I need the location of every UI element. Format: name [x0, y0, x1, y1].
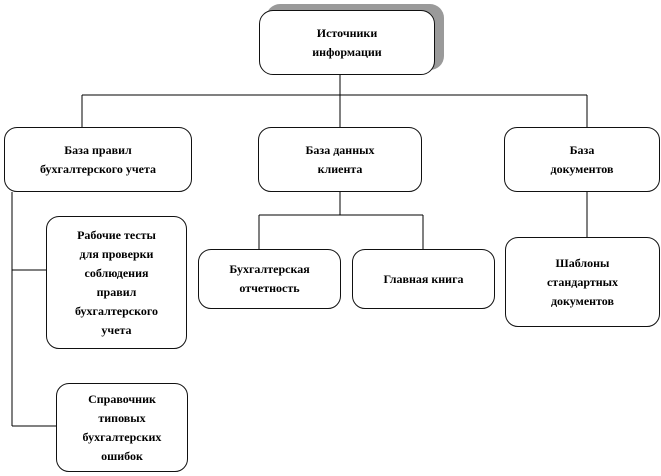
node-financial-statements: Бухгалтерская отчетность [198, 249, 341, 309]
node-work-tests: Рабочие тесты для проверки соблюдения пр… [46, 216, 187, 349]
node-client-database: База данных клиента [258, 127, 422, 192]
node-general-ledger: Главная книга [352, 249, 495, 309]
node-documents-base: База документов [504, 127, 660, 192]
node-errors-reference: Справочник типовых бухгалтерских ошибок [56, 383, 188, 472]
node-document-templates: Шаблоны стандартных документов [505, 237, 660, 327]
root-node-information-sources: Источники информации [259, 10, 435, 75]
node-accounting-rules-base: База правил бухгалтерского учета [4, 127, 192, 192]
